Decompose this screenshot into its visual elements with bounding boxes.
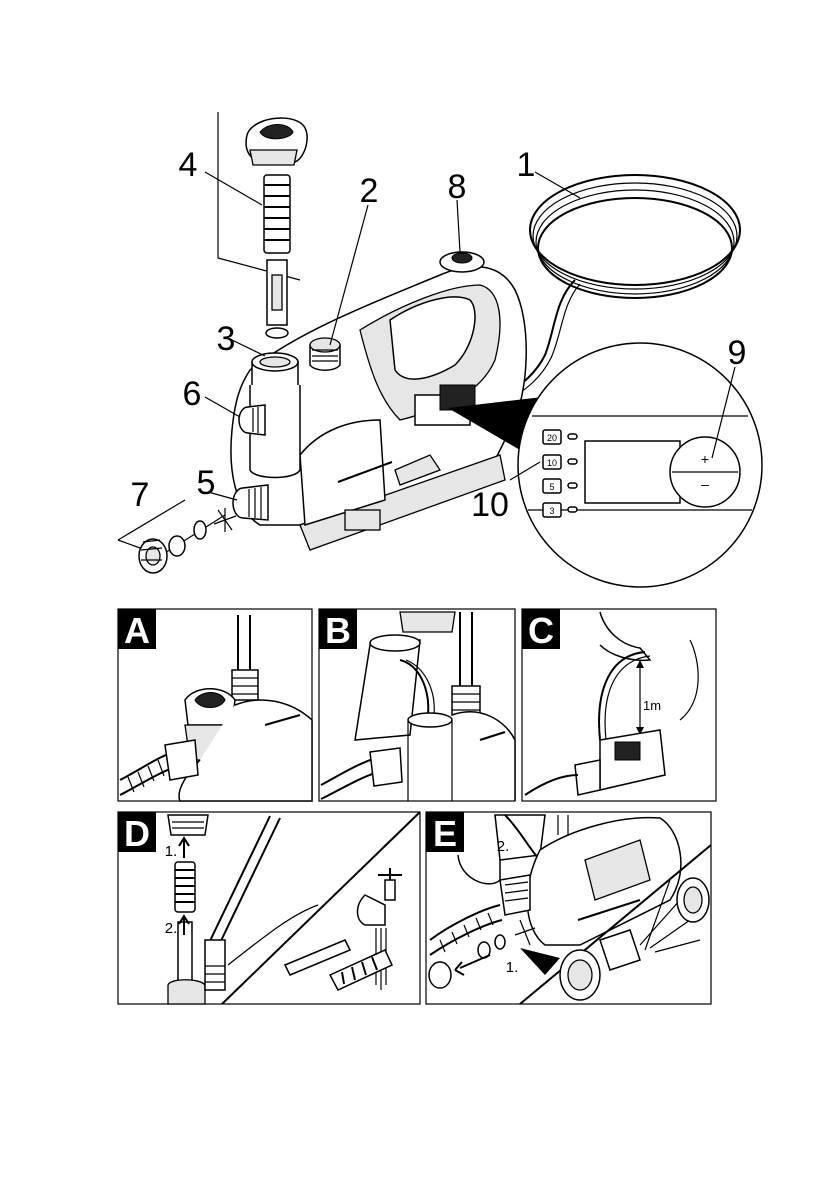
callout-6: 6 bbox=[183, 375, 202, 413]
mode-button-20[interactable]: 20 bbox=[547, 433, 557, 443]
callout-10: 10 bbox=[471, 486, 509, 524]
display-screen bbox=[585, 441, 680, 503]
panel-e: 2. 1. E bbox=[426, 812, 711, 1004]
plus-key[interactable]: + bbox=[701, 451, 709, 467]
panel-a: A bbox=[118, 609, 312, 801]
panel-c-badge: C bbox=[528, 610, 554, 651]
panel-d-step-1: 1. bbox=[165, 843, 178, 860]
callout-3: 3 bbox=[217, 320, 236, 358]
pressure-switch-top bbox=[440, 252, 484, 272]
panel-a-badge: A bbox=[124, 610, 150, 651]
panel-e-step-2: 2. bbox=[497, 838, 510, 855]
callout-5: 5 bbox=[197, 464, 216, 502]
panel-b-badge: B bbox=[325, 610, 351, 651]
panel-e-step-1: 1. bbox=[506, 959, 519, 976]
filter-assembly bbox=[218, 112, 307, 338]
callout-2: 2 bbox=[360, 172, 379, 210]
mode-button-5[interactable]: 5 bbox=[549, 482, 554, 492]
led-icon bbox=[568, 507, 577, 512]
pressure-port bbox=[310, 338, 340, 370]
callout-1: 1 bbox=[517, 146, 536, 184]
callout-7: 7 bbox=[131, 476, 150, 514]
minus-key[interactable]: – bbox=[701, 476, 709, 492]
mode-button-10[interactable]: 10 bbox=[547, 458, 557, 468]
panel-e-badge: E bbox=[433, 813, 457, 854]
panel-d-badge: D bbox=[124, 813, 150, 854]
led-icon bbox=[568, 483, 577, 488]
callout-9: 9 bbox=[728, 334, 747, 372]
main-diagram: 20 10 5 3 + – bbox=[118, 112, 762, 587]
mode-button-3[interactable]: 3 bbox=[549, 506, 554, 516]
callout-4: 4 bbox=[179, 146, 198, 184]
side-port bbox=[239, 405, 265, 435]
panel-c: 1m C bbox=[522, 609, 716, 801]
panel-b: B bbox=[319, 609, 515, 801]
panel-d-step-2: 2. bbox=[165, 920, 178, 937]
led-icon bbox=[568, 434, 577, 439]
led-icon bbox=[568, 459, 577, 464]
panel-c-height-label: 1m bbox=[643, 698, 661, 713]
panel-d: 1. 2. D bbox=[118, 812, 420, 1004]
callout-8: 8 bbox=[448, 168, 467, 206]
suction-port bbox=[233, 485, 268, 520]
